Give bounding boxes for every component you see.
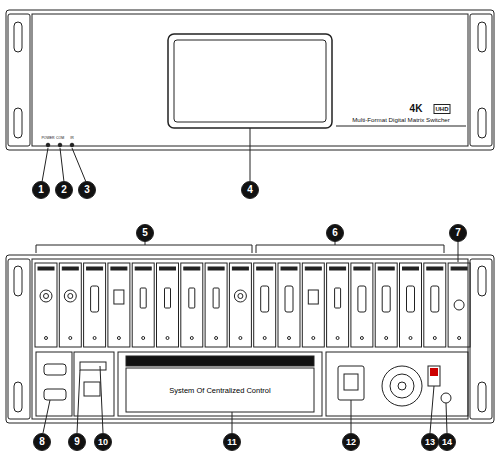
callout-number: 10	[98, 438, 108, 447]
callout-number: 6	[332, 228, 338, 238]
callout-number: 2	[61, 185, 67, 195]
led-label: IR	[70, 137, 74, 141]
model-mark: 4K	[410, 104, 423, 114]
led-label: POWER	[41, 137, 54, 141]
callout-number: 12	[346, 438, 356, 447]
callout-number: 8	[39, 437, 45, 447]
callout-number: 4	[247, 185, 253, 195]
callout-number: 7	[455, 228, 461, 238]
callout-number: 3	[84, 185, 90, 195]
panel-text: System Of Centralized Control	[169, 386, 270, 395]
uhd-badge: UHD	[434, 104, 451, 114]
callout-number: 11	[227, 438, 237, 447]
product-name: Multi-Format Digital Matrix Switcher	[352, 117, 450, 123]
callout-number: 5	[142, 228, 148, 238]
callout-number: 1	[38, 185, 44, 195]
callout-number: 9	[74, 437, 80, 447]
led-label: COM	[56, 137, 64, 141]
callout-number: 13	[425, 438, 435, 447]
control-panel: System Of Centralized Control	[126, 368, 314, 412]
callout-number: 14	[442, 438, 452, 447]
